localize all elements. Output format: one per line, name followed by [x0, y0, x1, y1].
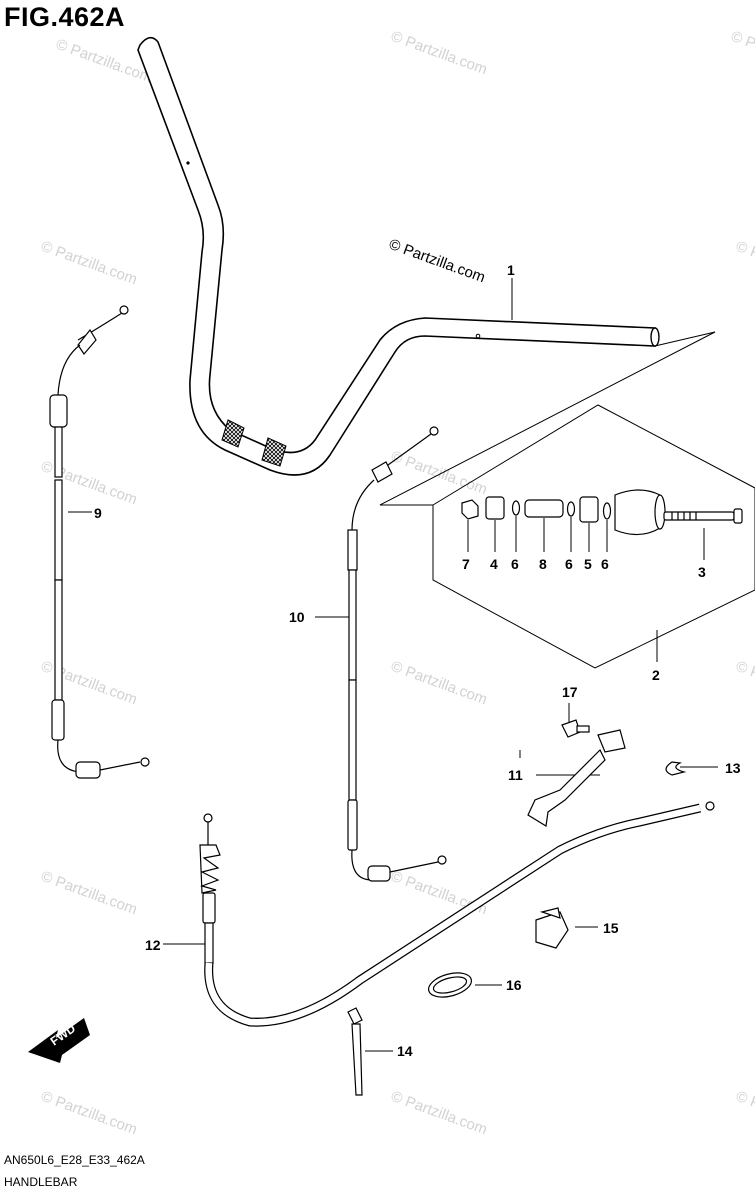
callout-5: 5 — [584, 556, 592, 572]
watermark-text: © Partzilla.com — [54, 36, 155, 87]
throttle-cable-part-9 — [49, 305, 150, 779]
callout-1: 1 — [507, 262, 515, 278]
handlebar-part-1 — [137, 36, 660, 476]
watermark-text: © Partzilla.com — [389, 658, 490, 709]
callout-12: 12 — [145, 937, 161, 953]
watermark-text: © Partzilla.com — [734, 238, 755, 289]
figure-title: FIG.462A — [4, 2, 126, 32]
callout-6: 6 — [601, 556, 609, 572]
figure-name: HANDLEBAR — [4, 1175, 78, 1189]
clutch-cable-part-12 — [199, 801, 715, 1027]
watermark-main: © Partzilla.com — [387, 236, 488, 287]
clip-part-13 — [665, 761, 687, 776]
callout-4: 4 — [490, 556, 498, 572]
callout-7: 7 — [462, 556, 470, 572]
tie-part-14 — [347, 1007, 363, 1096]
watermark-text: © Partzilla.com — [734, 658, 755, 709]
throttle-cable-part-10 — [347, 426, 447, 882]
watermark-text: © Partzilla.com — [39, 458, 140, 509]
callout-16: 16 — [506, 977, 522, 993]
callout-8: 8 — [539, 556, 547, 572]
watermark-text: © Partzilla.com — [729, 28, 755, 79]
callout-15: 15 — [603, 920, 619, 936]
callout-9: 9 — [94, 505, 102, 521]
watermark-text: © Partzilla.com — [39, 238, 140, 289]
watermark-text: © Partzilla.com — [389, 28, 490, 79]
callout-10: 10 — [289, 609, 305, 625]
bracket-part-11 — [527, 719, 626, 827]
watermark-text: © Partzilla.com — [389, 448, 490, 499]
callout-17: 17 — [562, 684, 578, 700]
bar-end-assembly-box — [379, 331, 755, 669]
callout-2: 2 — [652, 667, 660, 683]
callout-11: 11 — [508, 767, 523, 783]
watermark-text: © Partzilla.com — [39, 868, 140, 919]
watermarks: © Partzilla.com © Partzilla.com © Partzi… — [39, 28, 755, 1139]
callout-13: 13 — [725, 760, 741, 776]
callout-14: 14 — [397, 1043, 413, 1059]
band-part-16 — [427, 972, 473, 998]
watermark-text: © Partzilla.com — [389, 1088, 490, 1139]
figure-code: AN650L6_E28_E33_462A — [4, 1153, 145, 1167]
holder-part-15 — [535, 907, 569, 949]
callout-numbers: 1 2 3 4 5 6 6 6 7 8 9 10 11 12 13 14 15 … — [94, 262, 741, 1059]
bar-end-components — [461, 489, 743, 536]
callout-6: 6 — [511, 556, 519, 572]
component-leaders — [467, 516, 608, 552]
fwd-arrow-icon: FWD — [28, 1018, 90, 1063]
watermark-text: © Partzilla.com — [39, 1088, 140, 1139]
callout-6: 6 — [565, 556, 573, 572]
leader-lines — [68, 278, 718, 1052]
callout-3: 3 — [698, 564, 706, 580]
watermark-text: © Partzilla.com — [734, 1088, 755, 1139]
